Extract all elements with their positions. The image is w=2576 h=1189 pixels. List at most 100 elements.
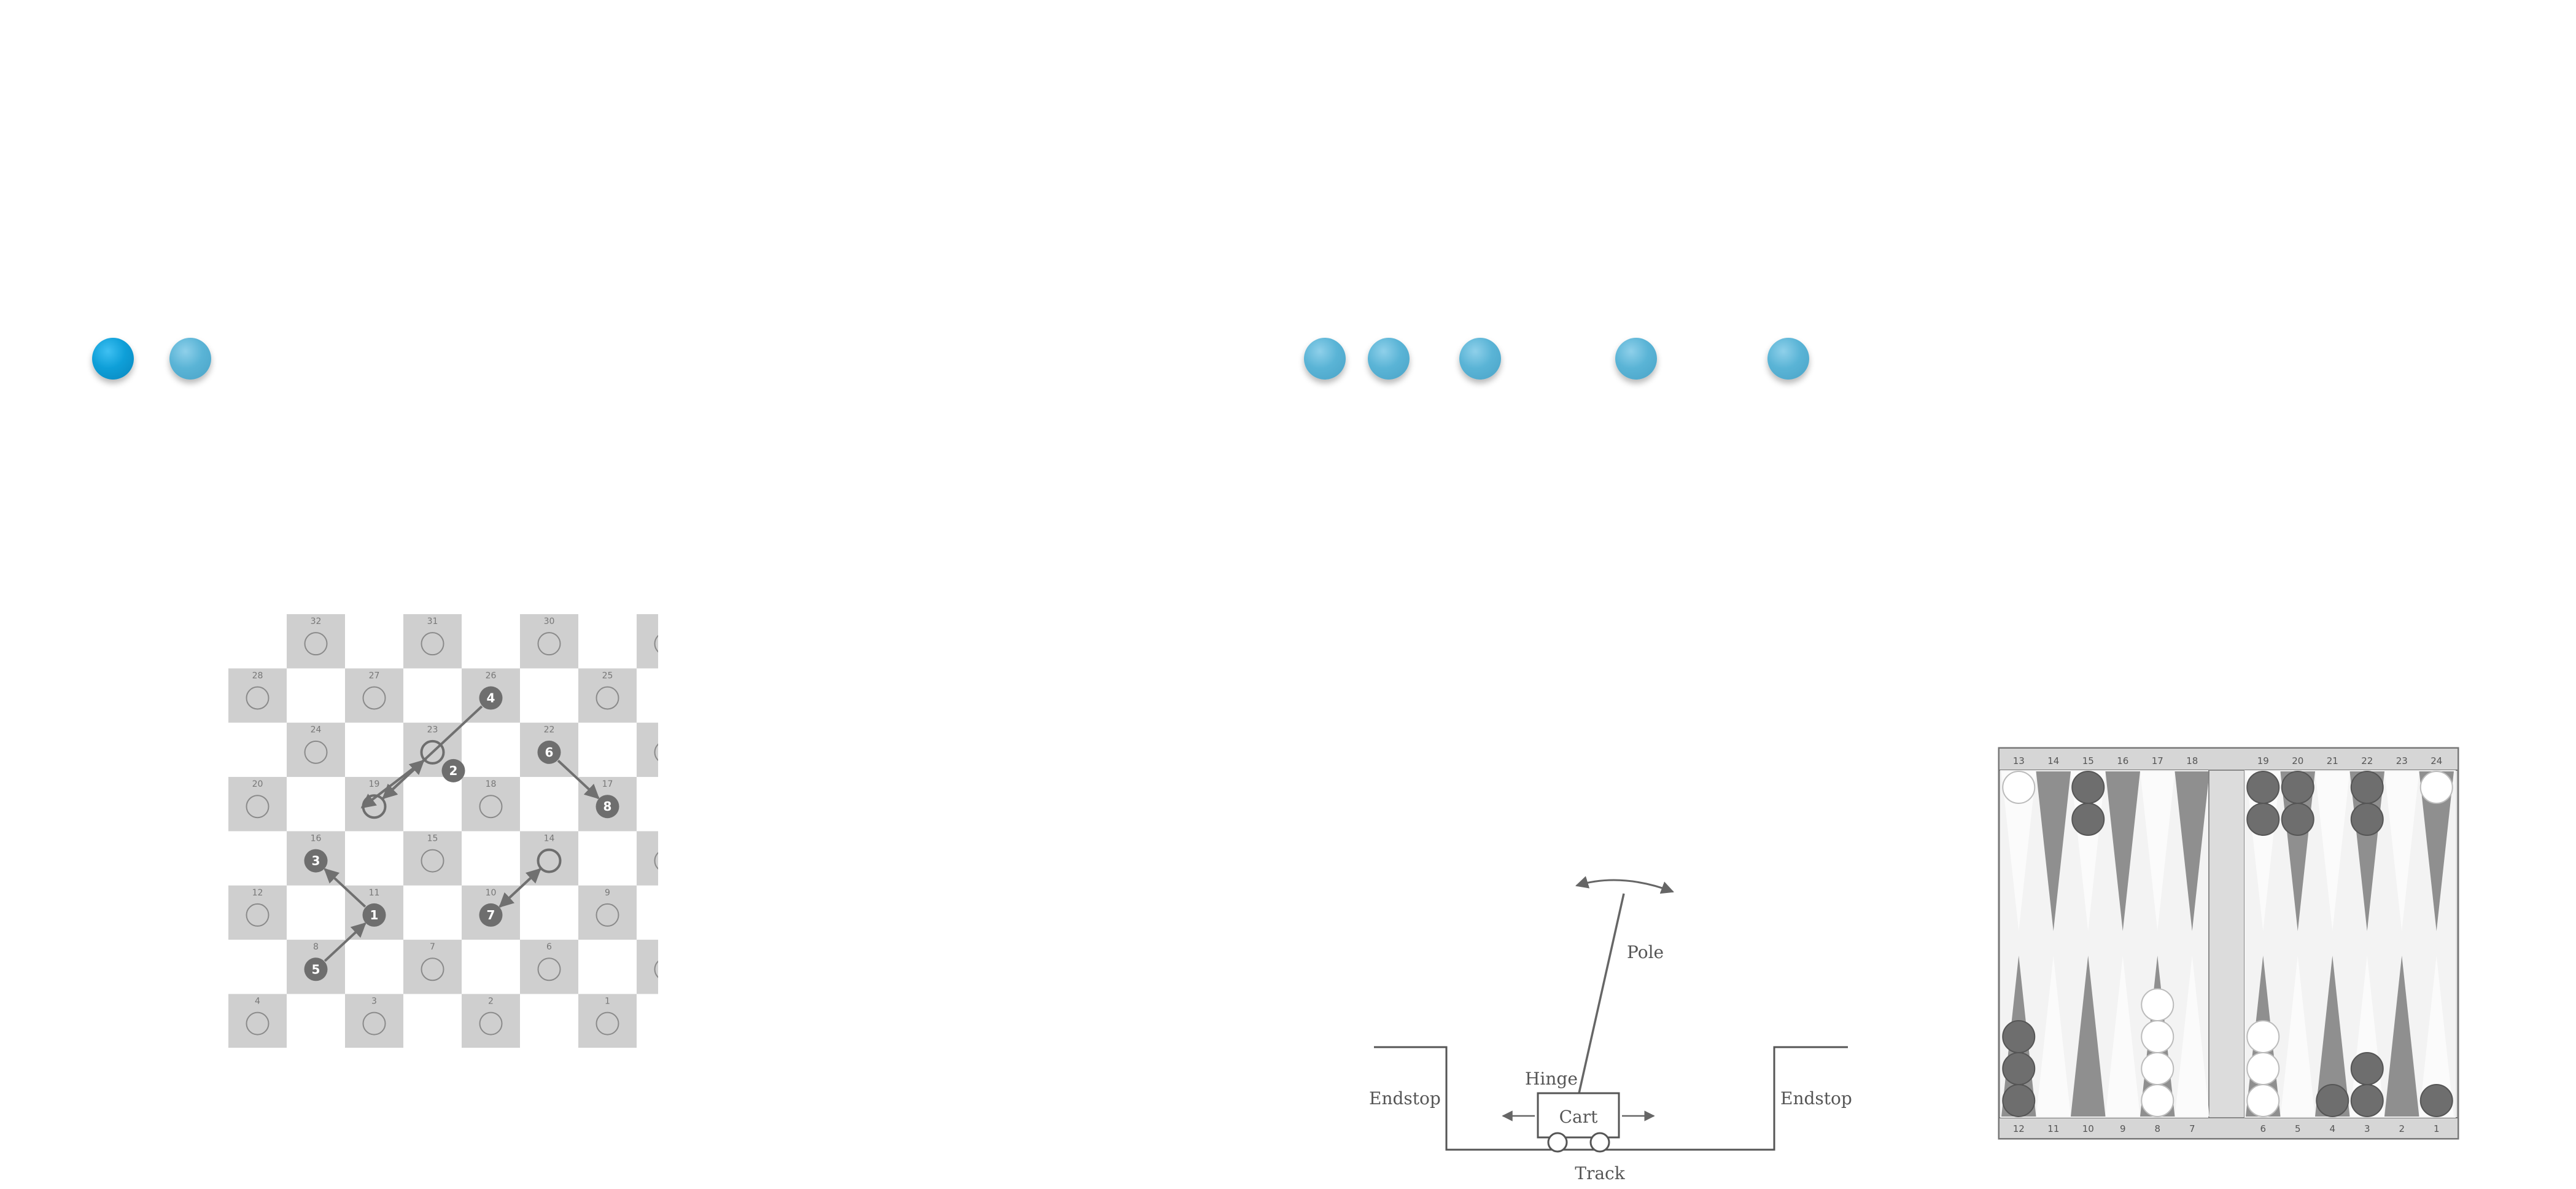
nav-dot-4[interactable] xyxy=(1368,338,1410,380)
point-number-bottom: 5 xyxy=(2295,1123,2301,1134)
move-number: 1 xyxy=(370,908,379,922)
empty-checker xyxy=(304,740,328,764)
cart-label: Cart xyxy=(1559,1107,1599,1127)
square-number: 11 xyxy=(369,888,380,898)
move-arrow xyxy=(324,868,367,908)
point-number-top: 20 xyxy=(2292,755,2303,766)
move-arrow xyxy=(324,922,367,962)
move-arrow xyxy=(499,868,541,908)
square-number: 30 xyxy=(544,617,555,626)
board-square-dark xyxy=(520,614,578,669)
square-number: 15 xyxy=(427,833,438,843)
point-number-top: 13 xyxy=(2013,755,2025,766)
nav-dot-1[interactable] xyxy=(92,338,134,380)
point-number-top: 15 xyxy=(2082,755,2094,766)
point-number-bottom: 12 xyxy=(2013,1123,2025,1134)
board-square-dark xyxy=(228,885,287,940)
left-field xyxy=(2000,770,2209,1118)
nav-dot-6[interactable] xyxy=(1615,338,1657,380)
dark-checker xyxy=(2350,1052,2384,1085)
point-number-bottom: 7 xyxy=(2189,1123,2195,1134)
square-number: 24 xyxy=(311,725,322,735)
board-square-dark xyxy=(462,777,520,832)
white-checker xyxy=(2246,1084,2280,1117)
point-number-bottom: 8 xyxy=(2154,1123,2160,1134)
track-outline xyxy=(1374,1046,1848,1151)
square-number: 2 xyxy=(488,996,494,1006)
cart-wheel-right xyxy=(1589,1132,1610,1153)
empty-checker xyxy=(304,632,328,656)
board-square-dark xyxy=(228,994,287,1048)
dark-checker xyxy=(2281,771,2314,804)
point-top xyxy=(2140,771,2175,931)
board-square-dark xyxy=(228,668,287,723)
endstop-left-label: Endstop xyxy=(1369,1088,1441,1109)
white-checker xyxy=(2141,1052,2174,1085)
point-number-bottom: 3 xyxy=(2364,1123,2370,1134)
white-checker xyxy=(2141,1020,2174,1053)
point-number-top: 16 xyxy=(2117,755,2128,766)
point-top xyxy=(2315,771,2350,931)
point-top xyxy=(2174,771,2209,931)
move-number: 8 xyxy=(603,799,612,814)
empty-checker xyxy=(421,849,444,873)
point-number-top: 24 xyxy=(2431,755,2442,766)
dark-checker xyxy=(2071,771,2105,804)
cart-body xyxy=(1537,1092,1620,1139)
move-piece xyxy=(304,849,328,873)
point-bottom xyxy=(2384,956,2419,1117)
track-label: Track xyxy=(1575,1163,1625,1183)
point-number-top: 14 xyxy=(2047,755,2059,766)
square-number: 18 xyxy=(486,779,497,789)
move-ring xyxy=(420,739,445,765)
point-top xyxy=(2036,771,2071,931)
nav-dot-7[interactable] xyxy=(1767,338,1809,380)
square-number: 26 xyxy=(486,671,497,680)
checkers-diagram: 3231302928272625242322212019181716151413… xyxy=(228,614,695,1048)
square-number: 7 xyxy=(430,942,435,952)
nav-dot-2[interactable] xyxy=(169,338,211,380)
move-number: 2 xyxy=(449,763,458,778)
square-number: 16 xyxy=(311,833,322,843)
square-number: 27 xyxy=(369,671,380,680)
board-square-dark xyxy=(403,831,462,886)
nav-dot-5[interactable] xyxy=(1459,338,1501,380)
empty-checker xyxy=(596,903,619,927)
pole xyxy=(1578,893,1625,1094)
point-bottom xyxy=(2280,956,2315,1117)
move-arrow xyxy=(360,757,427,809)
nav-dot-3[interactable] xyxy=(1304,338,1346,380)
move-piece xyxy=(596,795,619,819)
white-checker xyxy=(2419,771,2453,804)
board-square-dark xyxy=(403,614,462,669)
move-ring xyxy=(537,848,562,873)
square-number: 12 xyxy=(252,888,263,898)
dark-checker xyxy=(2002,1052,2036,1085)
white-checker xyxy=(2002,771,2036,804)
bar xyxy=(2208,770,2245,1118)
move-arrow xyxy=(557,760,600,800)
point-number-bottom: 10 xyxy=(2082,1123,2094,1134)
white-checker xyxy=(2141,988,2174,1021)
point-number-bottom: 11 xyxy=(2047,1123,2059,1134)
dark-checker xyxy=(2246,803,2280,836)
bottom-number-strip xyxy=(1998,1117,2459,1139)
square-number: 14 xyxy=(544,833,555,843)
dark-checker xyxy=(2316,1084,2349,1117)
white-checker xyxy=(2246,1020,2280,1053)
square-number: 25 xyxy=(602,671,613,680)
empty-checker xyxy=(537,632,561,656)
empty-checker xyxy=(246,1012,270,1035)
point-bottom xyxy=(2419,956,2454,1117)
dark-checker xyxy=(2350,771,2384,804)
square-number: 10 xyxy=(486,888,497,898)
board-square-dark xyxy=(462,994,520,1048)
square-number: 32 xyxy=(311,617,322,626)
move-piece xyxy=(479,686,503,710)
cart-wheel-left xyxy=(1547,1132,1568,1153)
move-piece xyxy=(537,740,561,764)
dark-checker xyxy=(2281,803,2314,836)
square-number: 4 xyxy=(255,996,260,1006)
point-bottom xyxy=(2105,956,2140,1117)
